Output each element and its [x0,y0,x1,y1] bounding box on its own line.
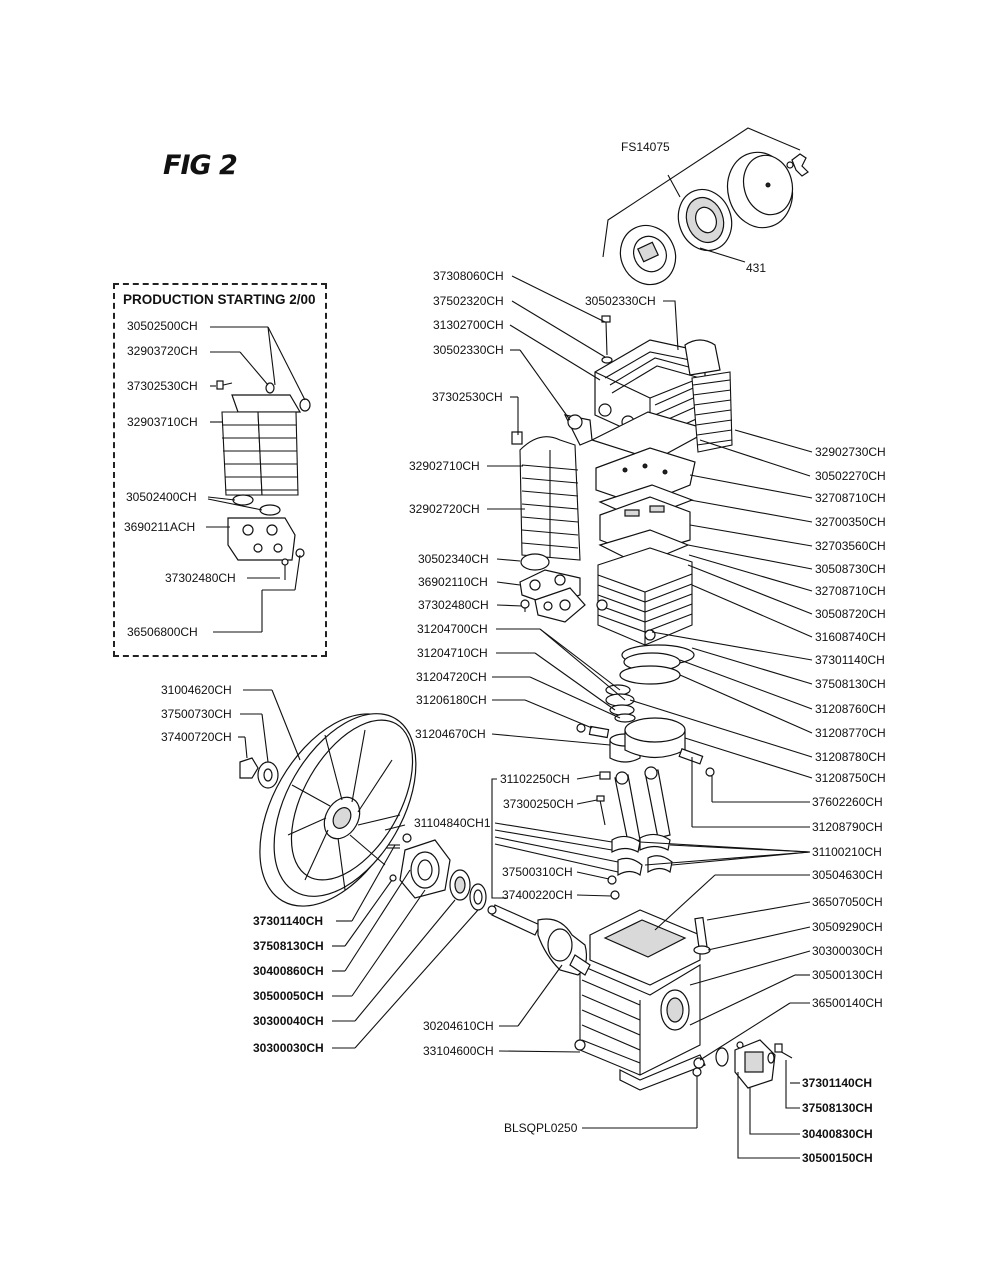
connecting-rods-drawing [596,766,673,900]
crankcase-label: 33104600CH [423,1044,494,1058]
bottom-right-label-1: 37301140CH [802,1076,873,1090]
right-label-14: 31208780CH [815,750,886,764]
rod-leaders [491,774,619,899]
right-leaders [629,300,813,1061]
right-label-7: 32708710CH [815,584,886,598]
left-label-12: 31204710CH [417,646,488,660]
left-label-5: 37302530CH [432,390,503,404]
bottom-leaders [498,964,800,1159]
bottom-right-label-2: 37508130CH [802,1101,873,1115]
flywheel-label-3: 37400720CH [161,730,232,744]
right-label-10: 37301140CH [815,653,885,667]
bottom-left-label-6: 30300030CH [253,1041,324,1055]
inset-label-4: 32903710CH [127,415,198,429]
right-label-6: 30508730CH [815,562,886,576]
rod-label-5: 37400220CH [502,888,573,902]
bottom-left-label-4: 30500050CH [253,989,324,1003]
right-label-20: 36507050CH [812,895,883,909]
bottom-left-label-3: 30400860CH [253,964,324,978]
left-leaders [487,275,626,746]
bottom-right-label-3: 30400830CH [802,1127,873,1141]
left-label-7: 32902720CH [409,502,480,516]
right-label-23: 30500130CH [812,968,883,982]
left-label-2: 37502320CH [433,294,504,308]
inset-tubes-drawing [216,380,311,580]
right-label-11: 37508130CH [815,677,886,691]
right-label-2: 30502270CH [815,469,886,483]
cylinder-head-drawing [590,315,733,666]
bottom-left-label-2: 37508130CH [253,939,324,953]
left-label-13: 31204720CH [416,670,487,684]
rod-label-2: 37300250CH [503,797,574,811]
right-label-24: 36500140CH [812,996,883,1010]
right-label-17: 31208790CH [812,820,883,834]
left-label-14: 31206180CH [416,693,487,707]
right-label-9: 31608740CH [815,630,886,644]
figure-title: FIG 2 [163,150,238,181]
left-label-6: 32902710CH [409,459,480,473]
right-label-22: 30300030CH [812,944,883,958]
left-label-9: 36902110CH [418,575,488,589]
crankshaft-drawing [487,904,591,976]
bottom-left-label-5: 30300040CH [253,1014,324,1028]
inset-label-2: 32903720CH [127,344,198,358]
right-label-16: 37602260CH [812,795,883,809]
flywheel-leaders [238,689,479,1049]
right-label-13: 31208770CH [815,726,886,740]
left-tube-drawing [511,414,593,623]
right-label-18: 31100210CH [812,845,882,859]
left-label-8: 30502340CH [418,552,489,566]
right-label-19: 30504630CH [812,868,883,882]
rod-label-1: 31102250CH [500,772,570,786]
air-filter-drawing [602,127,809,286]
left-label-11: 31204700CH [417,622,488,636]
right-label-5: 32703560CH [815,539,886,553]
left-label-4: 30502330CH [433,343,504,357]
bottom-left-label-1: 37301140CH [253,914,324,928]
inset-label-7: 37302480CH [165,571,236,585]
right-label-3: 32708710CH [815,491,886,505]
right-label-15: 31208750CH [815,771,886,785]
inset-label-3: 37302530CH [127,379,198,393]
piston-drawing [576,652,715,777]
inset-label-8: 36506800CH [127,625,198,639]
inset-leaders [206,326,306,633]
head-label: 30502330CH [585,294,656,308]
left-label-10: 37302480CH [418,598,489,612]
right-label-8: 30508720CH [815,607,886,621]
left-label-1: 37308060CH [433,269,504,283]
inset-title: PRODUCTION STARTING 2/00 [123,292,316,307]
rod-label-3: 31104840CH1 [414,816,491,830]
filter-element-label: 431 [746,261,767,275]
filter-label: FS14075 [621,140,670,154]
production-inset-box: PRODUCTION STARTING 2/00 [113,283,327,657]
crankshaft-label: 30204610CH [423,1019,494,1033]
right-label-4: 32700350CH [815,515,886,529]
inset-label-1: 30502500CH [127,319,198,333]
flywheel-label-2: 37500730CH [161,707,232,721]
right-label-12: 31208760CH [815,702,886,716]
left-label-3: 31302700CH [433,318,504,332]
rod-label-4: 37500310CH [502,865,573,879]
right-label-1: 32902730CH [815,445,886,459]
inset-label-5: 30502400CH [126,490,197,504]
flywheel-drawing [239,713,417,907]
flywheel-label-1: 31004620CH [161,683,232,697]
crankcase-drawing [574,909,711,1091]
bottom-right-label-4: 30500150CH [802,1151,873,1165]
right-label-21: 30509290CH [812,920,883,934]
side-cover-drawing [715,1039,793,1089]
left-label-15: 31204670CH [415,727,486,741]
left-bearing-drawing [385,833,487,911]
inset-label-6: 3690211ACH [124,520,196,534]
bottom-label: BLSQPL0250 [504,1121,578,1135]
